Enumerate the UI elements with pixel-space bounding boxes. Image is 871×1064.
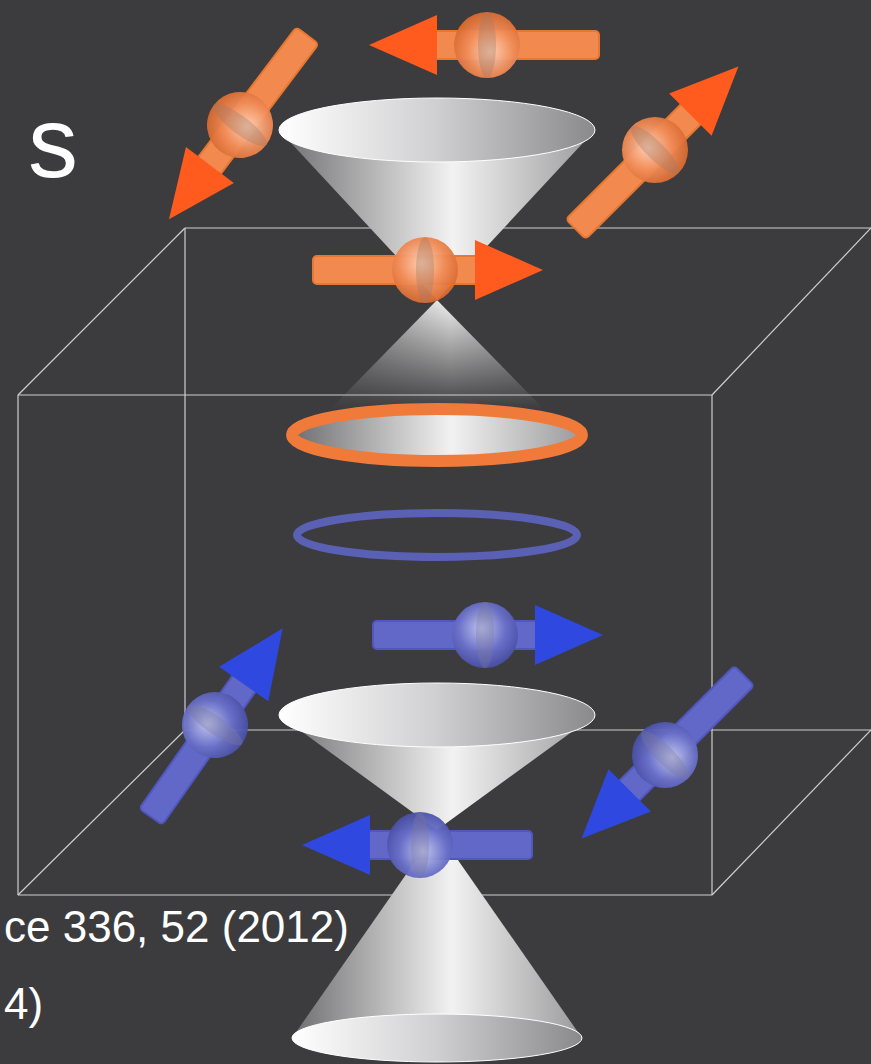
citation-fragment: 4): [4, 982, 43, 1026]
surface-ring-top: [292, 409, 582, 461]
crystal-box: [18, 228, 871, 895]
spin-arrows-orange: [143, 12, 762, 303]
surface-ring-bottom: [297, 513, 577, 557]
upper-dirac-cone: [279, 98, 595, 440]
title-fragment: s: [28, 92, 78, 192]
citation-fragment: ce 336, 52 (2012): [4, 905, 349, 949]
spin-arrows-blue: [124, 602, 768, 878]
lower-dirac-cone: [279, 683, 595, 1062]
